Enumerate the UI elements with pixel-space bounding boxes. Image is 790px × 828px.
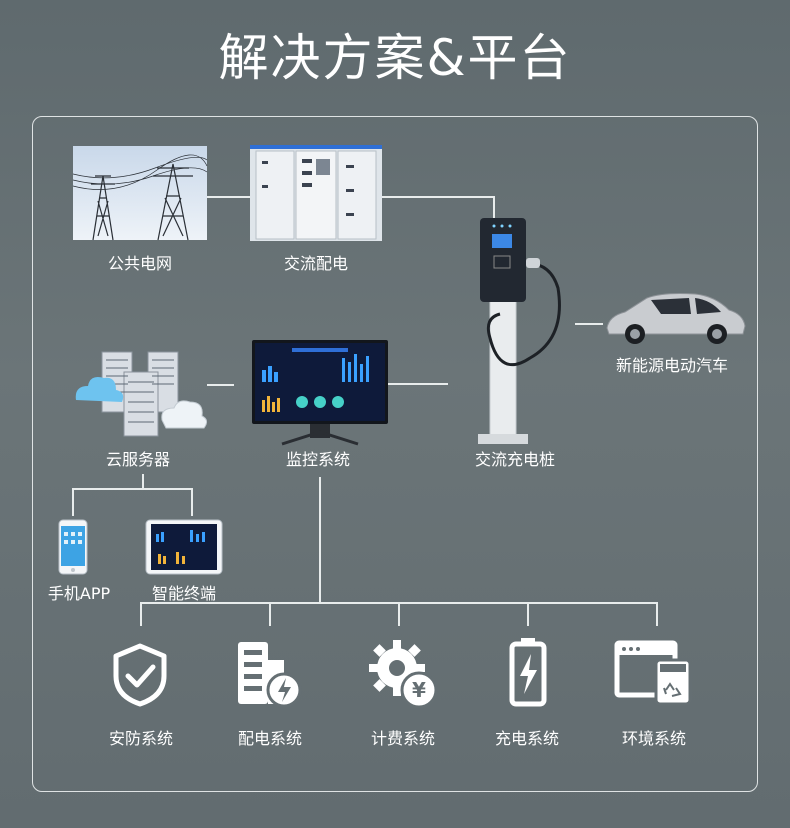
gear-yen-icon: ¥ bbox=[369, 640, 438, 709]
label-ac-charger: 交流充电桩 bbox=[474, 450, 556, 469]
connector-bus-environment bbox=[656, 602, 658, 626]
electric-car-image bbox=[606, 293, 746, 344]
connector-cloud-monitor bbox=[207, 384, 234, 386]
phone-image bbox=[58, 519, 88, 575]
battery-lightning-icon bbox=[509, 638, 547, 707]
power-tower-image bbox=[72, 146, 208, 241]
label-mobile-app: 手机APP bbox=[47, 584, 111, 603]
window-recycle-icon bbox=[614, 640, 692, 706]
label-ev: 新能源电动汽车 bbox=[615, 356, 729, 375]
tablet-image bbox=[145, 519, 223, 575]
connector-cloud-branch bbox=[72, 488, 193, 490]
connector-cloud-down bbox=[142, 474, 144, 488]
label-subsystem: 计费系统 bbox=[370, 729, 436, 748]
monitoring-display-image bbox=[252, 340, 388, 446]
connector-branch-terminal bbox=[191, 488, 193, 516]
connector-grid-distribution bbox=[207, 196, 251, 198]
shield-check-icon bbox=[113, 643, 167, 707]
building-lightning-icon bbox=[238, 642, 302, 708]
label-public-grid: 公共电网 bbox=[107, 254, 173, 273]
label-subsystem: 充电系统 bbox=[494, 729, 560, 748]
label-subsystem: 配电系统 bbox=[237, 729, 303, 748]
label-ac-distribution: 交流配电 bbox=[283, 254, 349, 273]
connector-bus-billing bbox=[398, 602, 400, 626]
label-monitoring: 监控系统 bbox=[285, 450, 351, 469]
connector-bus-charging bbox=[527, 602, 529, 626]
connector-monitor-down bbox=[319, 477, 321, 603]
connector-monitor-charger bbox=[388, 383, 448, 385]
label-subsystem: 环境系统 bbox=[621, 729, 687, 748]
ac-charger-image bbox=[478, 218, 561, 444]
connector-charger-ev bbox=[575, 323, 603, 325]
diagram-frame bbox=[32, 116, 758, 792]
cloud-server-image bbox=[75, 351, 208, 437]
distribution-cabinet-image bbox=[250, 145, 382, 241]
label-smart-terminal: 智能终端 bbox=[151, 584, 217, 603]
label-subsystem: 安防系统 bbox=[108, 729, 174, 748]
connector-distribution-charger-v bbox=[493, 196, 495, 220]
connector-distribution-charger-h bbox=[382, 196, 495, 198]
svg-text:¥: ¥ bbox=[412, 678, 426, 702]
connector-bus-security bbox=[140, 602, 142, 626]
label-cloud-server: 云服务器 bbox=[105, 450, 171, 469]
page-title: 解决方案&平台 bbox=[218, 29, 572, 87]
connector-branch-app bbox=[72, 488, 74, 516]
connector-bus-distribution bbox=[269, 602, 271, 626]
